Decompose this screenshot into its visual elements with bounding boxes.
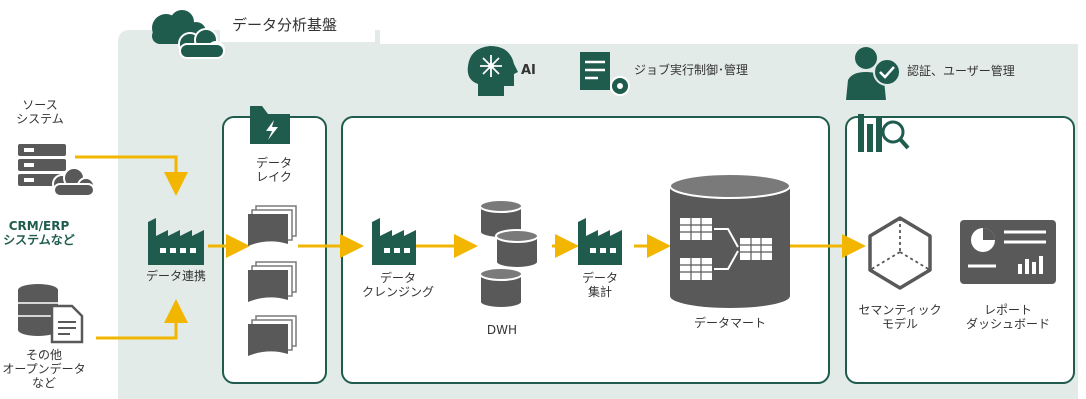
cleansing-factory-icon	[372, 218, 416, 265]
datamart-label: データマート	[693, 316, 766, 330]
ai-label: AI	[521, 63, 536, 78]
other-data-label: その他 オープンデータ など	[2, 348, 86, 390]
datalake-label: データ レイク	[255, 156, 292, 184]
crm-erp-label: CRM/ERP システムなど	[3, 219, 75, 247]
job-control-label: ジョブ実行制御･管理	[634, 63, 749, 77]
platform-title: データ分析基盤	[232, 16, 338, 34]
cleansing-label: データ クレンジング	[361, 271, 434, 299]
dwh-label: DWH	[486, 323, 518, 337]
source-system-label: ソース システム	[16, 98, 64, 126]
integration-label: データ連携	[145, 269, 206, 283]
integration-factory-icon	[148, 218, 204, 265]
user-auth-label: 認証、ユーザー管理	[907, 64, 1015, 78]
report-dashboard-label: レポート ダッシュボード	[965, 303, 1050, 331]
aggregate-factory-icon	[578, 218, 622, 265]
semantic-model-label: セマンティック モデル	[858, 303, 942, 331]
aggregate-label: データ 集計	[581, 271, 618, 299]
